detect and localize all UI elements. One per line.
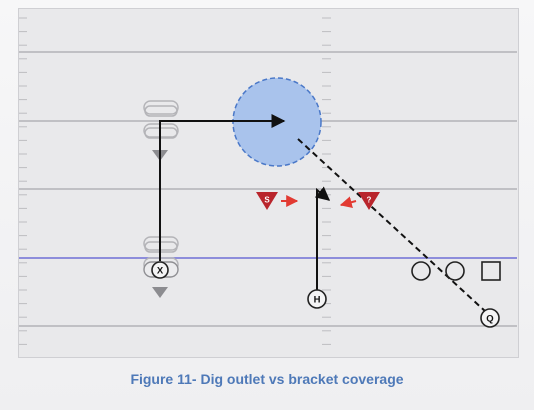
lineman-icon bbox=[411, 261, 431, 281]
defender-s-label: S bbox=[264, 196, 270, 205]
ghost-receiver bbox=[143, 100, 179, 115]
defender-q-label: ? bbox=[367, 196, 372, 205]
defender-q-arrow bbox=[339, 196, 357, 209]
receiver-x-label: X bbox=[157, 266, 164, 277]
hash-marks bbox=[19, 17, 331, 345]
football-field bbox=[18, 8, 519, 358]
lineman-icon bbox=[445, 261, 465, 281]
offensive-line bbox=[411, 261, 501, 281]
x-dig-route bbox=[159, 114, 286, 261]
center-square-icon bbox=[481, 261, 501, 281]
defender-triangle-icon bbox=[358, 192, 380, 210]
receiver-h: H bbox=[307, 289, 327, 309]
defender-triangle-icon bbox=[256, 192, 278, 210]
figure-caption: Figure 11- Dig outlet vs bracket coverag… bbox=[130, 371, 404, 387]
defender-s: S bbox=[256, 192, 278, 210]
ghost-receiver bbox=[144, 105, 178, 117]
receiver-x: X bbox=[143, 261, 179, 279]
defender-q: ? bbox=[358, 192, 380, 210]
receiver-x-circle bbox=[151, 261, 169, 279]
motion-triangle-icon bbox=[152, 287, 168, 298]
h-outlet-route bbox=[314, 186, 331, 291]
quarterback-circle bbox=[480, 308, 500, 328]
receiver-h-label: H bbox=[314, 295, 321, 306]
quarterback-label: Q bbox=[486, 314, 493, 325]
quarterback: Q bbox=[480, 308, 500, 328]
qb-throw-path bbox=[297, 138, 487, 313]
receiver-h-circle bbox=[307, 289, 327, 309]
